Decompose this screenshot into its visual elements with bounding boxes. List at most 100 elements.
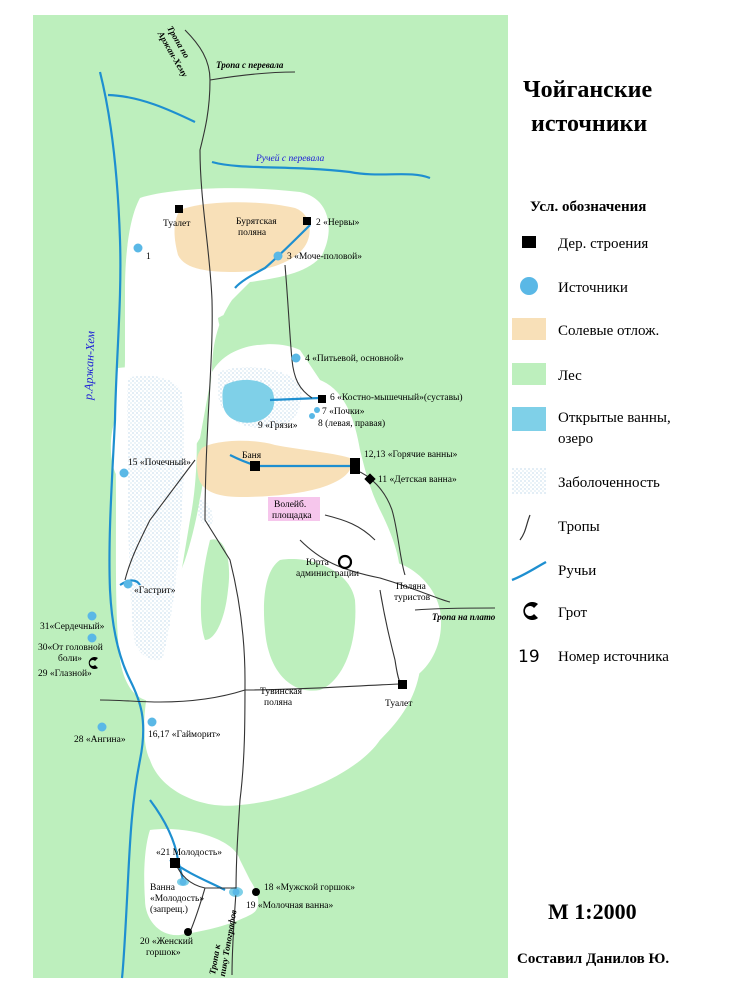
- legend-item-trails: Тропы: [558, 519, 600, 535]
- legend: Усл. обозначения Дер. строения Источники…: [511, 199, 671, 667]
- legend-grotto-icon: [523, 602, 538, 620]
- spring-4-label: 4 «Питьевой, основной»: [305, 353, 404, 364]
- spring-20-icon: [184, 928, 192, 936]
- trail-toilet: [244, 683, 401, 691]
- spring-28-icon: [97, 722, 107, 732]
- trail-plateau-label: Тропа на плато: [432, 612, 496, 622]
- spring-9-label: 9 «Грязи»: [258, 421, 298, 431]
- legend-swamp-icon: [512, 468, 546, 494]
- swamp-area: [127, 375, 185, 661]
- forest-island: [263, 559, 356, 691]
- volleyball-label: Волейб.площадка: [272, 499, 312, 521]
- river-tributary: [107, 93, 196, 123]
- stream-from-nerves: [234, 224, 311, 289]
- toilet-top-label: Туалет: [163, 219, 191, 229]
- spring-21-label: «21 Молодость»: [156, 848, 222, 858]
- legend-item-number: Номер источника: [558, 649, 669, 665]
- youth-building-icon: [170, 858, 180, 868]
- stream-from-pass: [211, 160, 431, 180]
- spring-7-label: 7 «Почки»: [322, 407, 365, 417]
- forest-island: [218, 309, 291, 345]
- spring-31-label: 31«Сердечный»: [40, 621, 105, 632]
- legend-water-icon: [512, 407, 546, 431]
- spring-3-label: 3 «Моче-половой»: [287, 251, 362, 262]
- spring-11-label: 11 «Детская ванна»: [378, 475, 457, 485]
- spring-7-icon: [314, 407, 320, 413]
- tourist-glade-area: [374, 560, 442, 683]
- trail-pass-label: Тропа с перевала: [216, 60, 284, 70]
- spring-gastrit-label: «Гастрит»: [134, 586, 176, 596]
- spring-3-icon: [273, 251, 283, 261]
- stream-gastrit: [119, 579, 141, 586]
- banya-label: Баня: [242, 451, 262, 461]
- bath-youth-label: Ванна«Молодость»(запрещ.): [150, 883, 204, 915]
- trail-pass: [209, 71, 296, 81]
- legend-item-buildings: Дер. строения: [558, 236, 648, 252]
- spring-8-icon: [309, 413, 315, 419]
- spring-1-label: 1: [146, 252, 151, 262]
- spring-19-label: 19 «Молочная ванна»: [246, 901, 333, 911]
- spring-19-icon: [232, 888, 240, 896]
- legend-item-streams: Ручьи: [558, 563, 596, 579]
- legend-item-baths: Открытые ванны,озеро: [558, 410, 671, 447]
- arzhan-khem-river: [98, 71, 145, 979]
- toilet-bottom-label: Туалет: [385, 699, 413, 709]
- trail-west: [99, 689, 246, 703]
- volleyball-court: [268, 497, 320, 521]
- legend-item-salt: Солевые отлож.: [558, 323, 659, 339]
- toilet-bottom-icon: [398, 680, 407, 689]
- nerves-building-icon: [303, 217, 311, 225]
- trail-main: [184, 29, 246, 976]
- spring-15-icon: [119, 468, 129, 478]
- legend-spring-icon: [520, 277, 538, 295]
- grotto-icon: [88, 657, 98, 669]
- hotbaths-building-icon: [350, 458, 360, 474]
- legend-building-icon: [522, 236, 536, 248]
- legend-item-springs: Источники: [558, 280, 628, 296]
- legend-heading: Усл. обозначения: [530, 199, 646, 215]
- spring-18-label: 18 «Мужской горшок»: [264, 882, 355, 893]
- springs: [87, 243, 320, 896]
- legend-item-forest: Лес: [558, 368, 582, 384]
- spring-28-label: 28 «Ангина»: [74, 735, 126, 745]
- spring-4-icon: [291, 353, 301, 363]
- spring-18-icon: [252, 888, 260, 896]
- spring-30-icon: [87, 633, 97, 643]
- river-label: р.Аржан-Хем: [81, 330, 97, 401]
- legend-item-swamp: Заболоченность: [558, 475, 660, 491]
- kids-bath-icon: [364, 473, 376, 485]
- spring-8-label: 8 (левая, правая): [318, 418, 385, 429]
- legend-salt-icon: [512, 318, 546, 340]
- banya-salt: [196, 440, 352, 497]
- trail-banya-left: [124, 459, 196, 581]
- spring-6-label: 6 «Костно-мышечный»(суставы): [330, 392, 463, 403]
- spring-gastrit-icon: [123, 579, 133, 589]
- yurt-icon: [337, 554, 353, 570]
- legend-forest-icon: [512, 363, 546, 385]
- legend-stream-icon: [511, 560, 547, 582]
- trail-plateau: [414, 607, 496, 611]
- trail-admin: [299, 539, 451, 603]
- mud-lake: [222, 379, 275, 423]
- trail-women: [189, 887, 206, 933]
- trail-yurt: [324, 514, 376, 541]
- banya-building-icon: [250, 461, 260, 471]
- forest-island: [200, 539, 230, 640]
- map-scale: М 1:2000: [548, 899, 637, 924]
- spring-12-13-label: 12,13 «Горячие ванны»: [364, 450, 458, 460]
- spring-31-icon: [87, 611, 97, 621]
- spring-2-label: 2 «Нервы»: [316, 218, 360, 228]
- map-author: Составил Данилов Ю.: [517, 951, 669, 967]
- toilet-top-icon: [175, 205, 183, 213]
- bones-building-icon: [318, 395, 326, 403]
- stream-pass-label: Ручей с перевала: [255, 153, 324, 164]
- youth-clearing: [144, 829, 259, 936]
